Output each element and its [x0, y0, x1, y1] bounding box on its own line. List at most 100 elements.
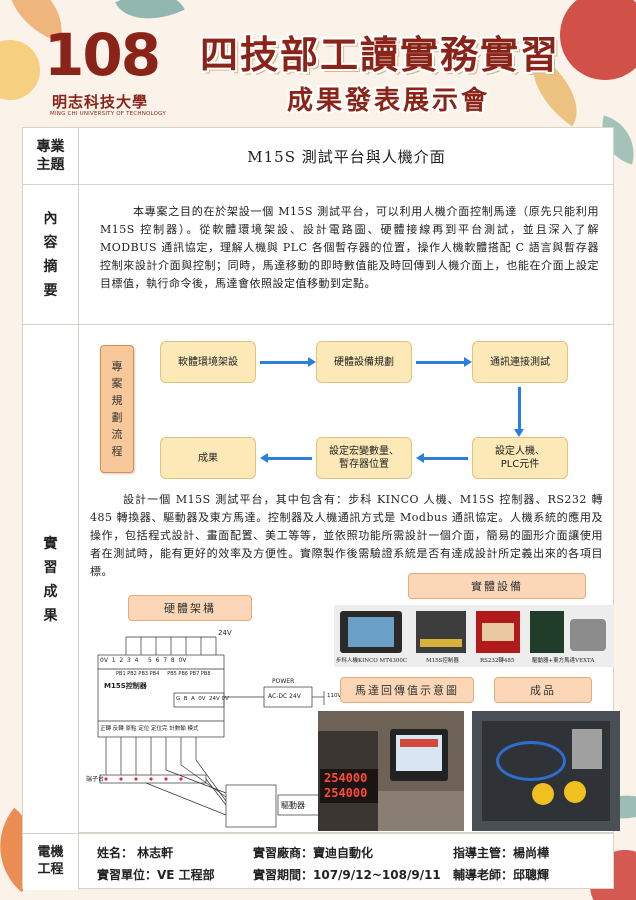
flow-arrow-left [416, 453, 468, 463]
schematic-pins-pb: PB1 PB2 PB3 PB4 PB5 PB6 PB7 PB8 [116, 671, 211, 677]
abstract-label-char: 摘 [43, 258, 58, 275]
topic-row: 專業 主題 M15S 測試平台與人機介面 [23, 128, 613, 185]
schematic-24v: 24V [218, 629, 232, 637]
flow-step-text: 硬體設備規劃 [334, 356, 394, 368]
schematic-power-label: POWER [272, 678, 295, 685]
caption-hmi: 步科人機KINCO MT4300C [336, 658, 408, 664]
schematic-pins-gba: G B A 0V 24V 0V [176, 696, 229, 702]
abstract-row: 內 容 摘 要 本專案之目的在於架設一個 M15S 測試平台，可以利用人機介面控… [23, 185, 613, 325]
schematic-driver-label: 驅動器 [281, 801, 305, 810]
product-photo [472, 711, 620, 831]
topic-label-line1: 專業 [36, 138, 65, 155]
schematic-pins-bottom: 正轉 反轉 原點 定位 定位完 計數輸 模式 [100, 726, 199, 732]
decor-circle-red [560, 0, 636, 80]
flow-label-char: 流 [111, 428, 123, 441]
poster-title: 四技部工讀實務實習 [200, 33, 561, 77]
caption-converter: RS232轉485 [480, 658, 515, 664]
poster-subtitle: 成果發表展示會 [287, 86, 491, 116]
flow-step-hardware: 硬體設備規劃 [316, 341, 412, 383]
abstract-label: 內 容 摘 要 [44, 207, 58, 303]
product-button-yellow [532, 783, 554, 805]
photo-hmi [340, 611, 402, 653]
photo-driver [530, 611, 564, 653]
photo-converter [476, 611, 520, 653]
abstract-label-cell: 內 容 摘 要 [23, 185, 79, 324]
advisor: 輔導老師：邱聰輝 [453, 868, 550, 882]
abstract-content: 本專案之目的在於架設一個 M15S 測試平台，可以利用人機介面控制馬達（原先只能… [80, 185, 613, 324]
topic-content: M15S 測試平台與人機介面 [80, 128, 613, 184]
motor-feedback-photo: 254000 254000 [318, 711, 464, 831]
flow-arrow-down [514, 387, 524, 437]
school-name: 明志科技大學 [52, 93, 149, 111]
results-label-cell: 實 習 成 果 [23, 325, 79, 834]
product-driver [572, 729, 602, 769]
flow-step-communication: 通訊連接測試 [472, 341, 568, 383]
results-row: 實 習 成 果 專 案 規 劃 流 程 軟體環境架設 [23, 325, 620, 834]
flow-label-char: 程 [111, 445, 123, 458]
flow-step-text: 成果 [198, 452, 218, 464]
topic-label-line2: 主題 [36, 157, 65, 173]
topic-label: 專業 主題 [37, 138, 65, 174]
content-table: 專業 主題 M15S 測試平台與人機介面 內 容 摘 要 本專案之目的在於架設一… [22, 127, 620, 834]
results-label: 實 習 成 果 [44, 532, 58, 628]
abstract-label-char: 容 [43, 234, 58, 251]
feedback-display: 254000 254000 [320, 769, 378, 803]
schematic-acdc-label: AC-DC 24V [268, 693, 301, 700]
tag-physical-equipment: 實體設備 [408, 573, 586, 599]
flow-label-char: 案 [111, 377, 123, 390]
internship-company: 實習廠商：寶迪自動化 [253, 846, 374, 860]
hardware-schematic: 24V 0V 1 2 3 4 5 6 7 8 0V PB1 PB2 PB3 PB… [86, 625, 348, 833]
footer-info: 電機 工程 姓名： 林志軒 實習廠商：寶迪自動化 指導主管：楊尚樺 實習單位：V… [22, 833, 614, 890]
department-label-cell: 電機 工程 [23, 834, 79, 890]
feedback-readout-1: 254000 [324, 771, 368, 785]
flow-step-text-line: 設定宏變數量、 [329, 446, 399, 457]
flow-label-char: 專 [111, 360, 123, 373]
flow-step-text: 通訊連接測試 [490, 356, 550, 368]
results-label-char: 實 [43, 535, 58, 552]
tag-motor-feedback: 馬達回傳值示意圖 [340, 677, 474, 703]
controller-pins [420, 639, 462, 647]
department-label-line2: 工程 [37, 862, 64, 877]
project-flow-label: 專 案 規 劃 流 程 [100, 345, 134, 473]
flow-step-text: 軟體環境架設 [178, 356, 238, 368]
flow-step-text-line: 設定人機、 [495, 446, 545, 457]
department-label: 電機 工程 [37, 845, 63, 879]
schematic-pins-top: 0V 1 2 3 4 5 6 7 8 0V [100, 657, 187, 664]
tag-product: 成品 [494, 677, 592, 703]
flow-step-software: 軟體環境架設 [160, 341, 256, 383]
flow-arrow-right [416, 357, 472, 367]
schematic-terminal-label: 端子台 [86, 776, 105, 783]
schematic-drawing [97, 636, 325, 828]
flow-step-hmi-plc: 設定人機、 PLC元件 [472, 437, 568, 479]
feedback-readout-2: 254000 [324, 786, 368, 800]
flow-step-text-line: 暫存器位置 [339, 459, 389, 470]
results-label-char: 果 [43, 607, 58, 624]
flow-arrow-right [260, 357, 316, 367]
flow-arrow-left [260, 453, 312, 463]
feedback-base [378, 791, 464, 831]
department-label-line1: 電機 [37, 845, 64, 861]
schematic-110v-label: 110V [327, 693, 342, 699]
schematic-controller-label: M15S控制器 [104, 682, 147, 690]
flow-step-result: 成果 [160, 437, 256, 479]
school-name-en: MING CHI UNIVERSITY OF TECHNOLOGY [50, 111, 166, 117]
hmi-screen [348, 617, 394, 647]
internship-period: 實習期間：107/9/12~108/9/11 [253, 868, 441, 882]
feedback-hmi-bar [400, 739, 438, 747]
flow-label-char: 劃 [111, 411, 123, 424]
topic-label-cell: 專業 主題 [23, 128, 79, 184]
abstract-label-char: 內 [43, 210, 58, 227]
results-label-char: 習 [43, 559, 58, 576]
flow-step-text-line: PLC元件 [500, 459, 540, 470]
equipment-photo-strip: 步科人機KINCO MT4300C M15S控制器 RS232轉485 驅動器+… [334, 605, 614, 667]
flow-step-text: 設定人機、 PLC元件 [495, 445, 545, 471]
results-label-char: 成 [43, 583, 58, 600]
internship-unit: 實習單位：VE 工程部 [97, 868, 215, 882]
edition-number: 108 [44, 21, 161, 89]
caption-driver-motor: 驅動器+東方馬達VEXTA [532, 658, 595, 664]
flow-step-macro-register: 設定宏變數量、 暫存器位置 [316, 437, 412, 479]
student-name: 姓名： 林志軒 [97, 846, 174, 860]
results-description: 設計一個 M15S 測試平台，其中包含有：步科 KINCO 人機、M15S 控制… [90, 493, 603, 578]
feedback-hmi [390, 729, 448, 781]
photo-controller [416, 611, 466, 653]
